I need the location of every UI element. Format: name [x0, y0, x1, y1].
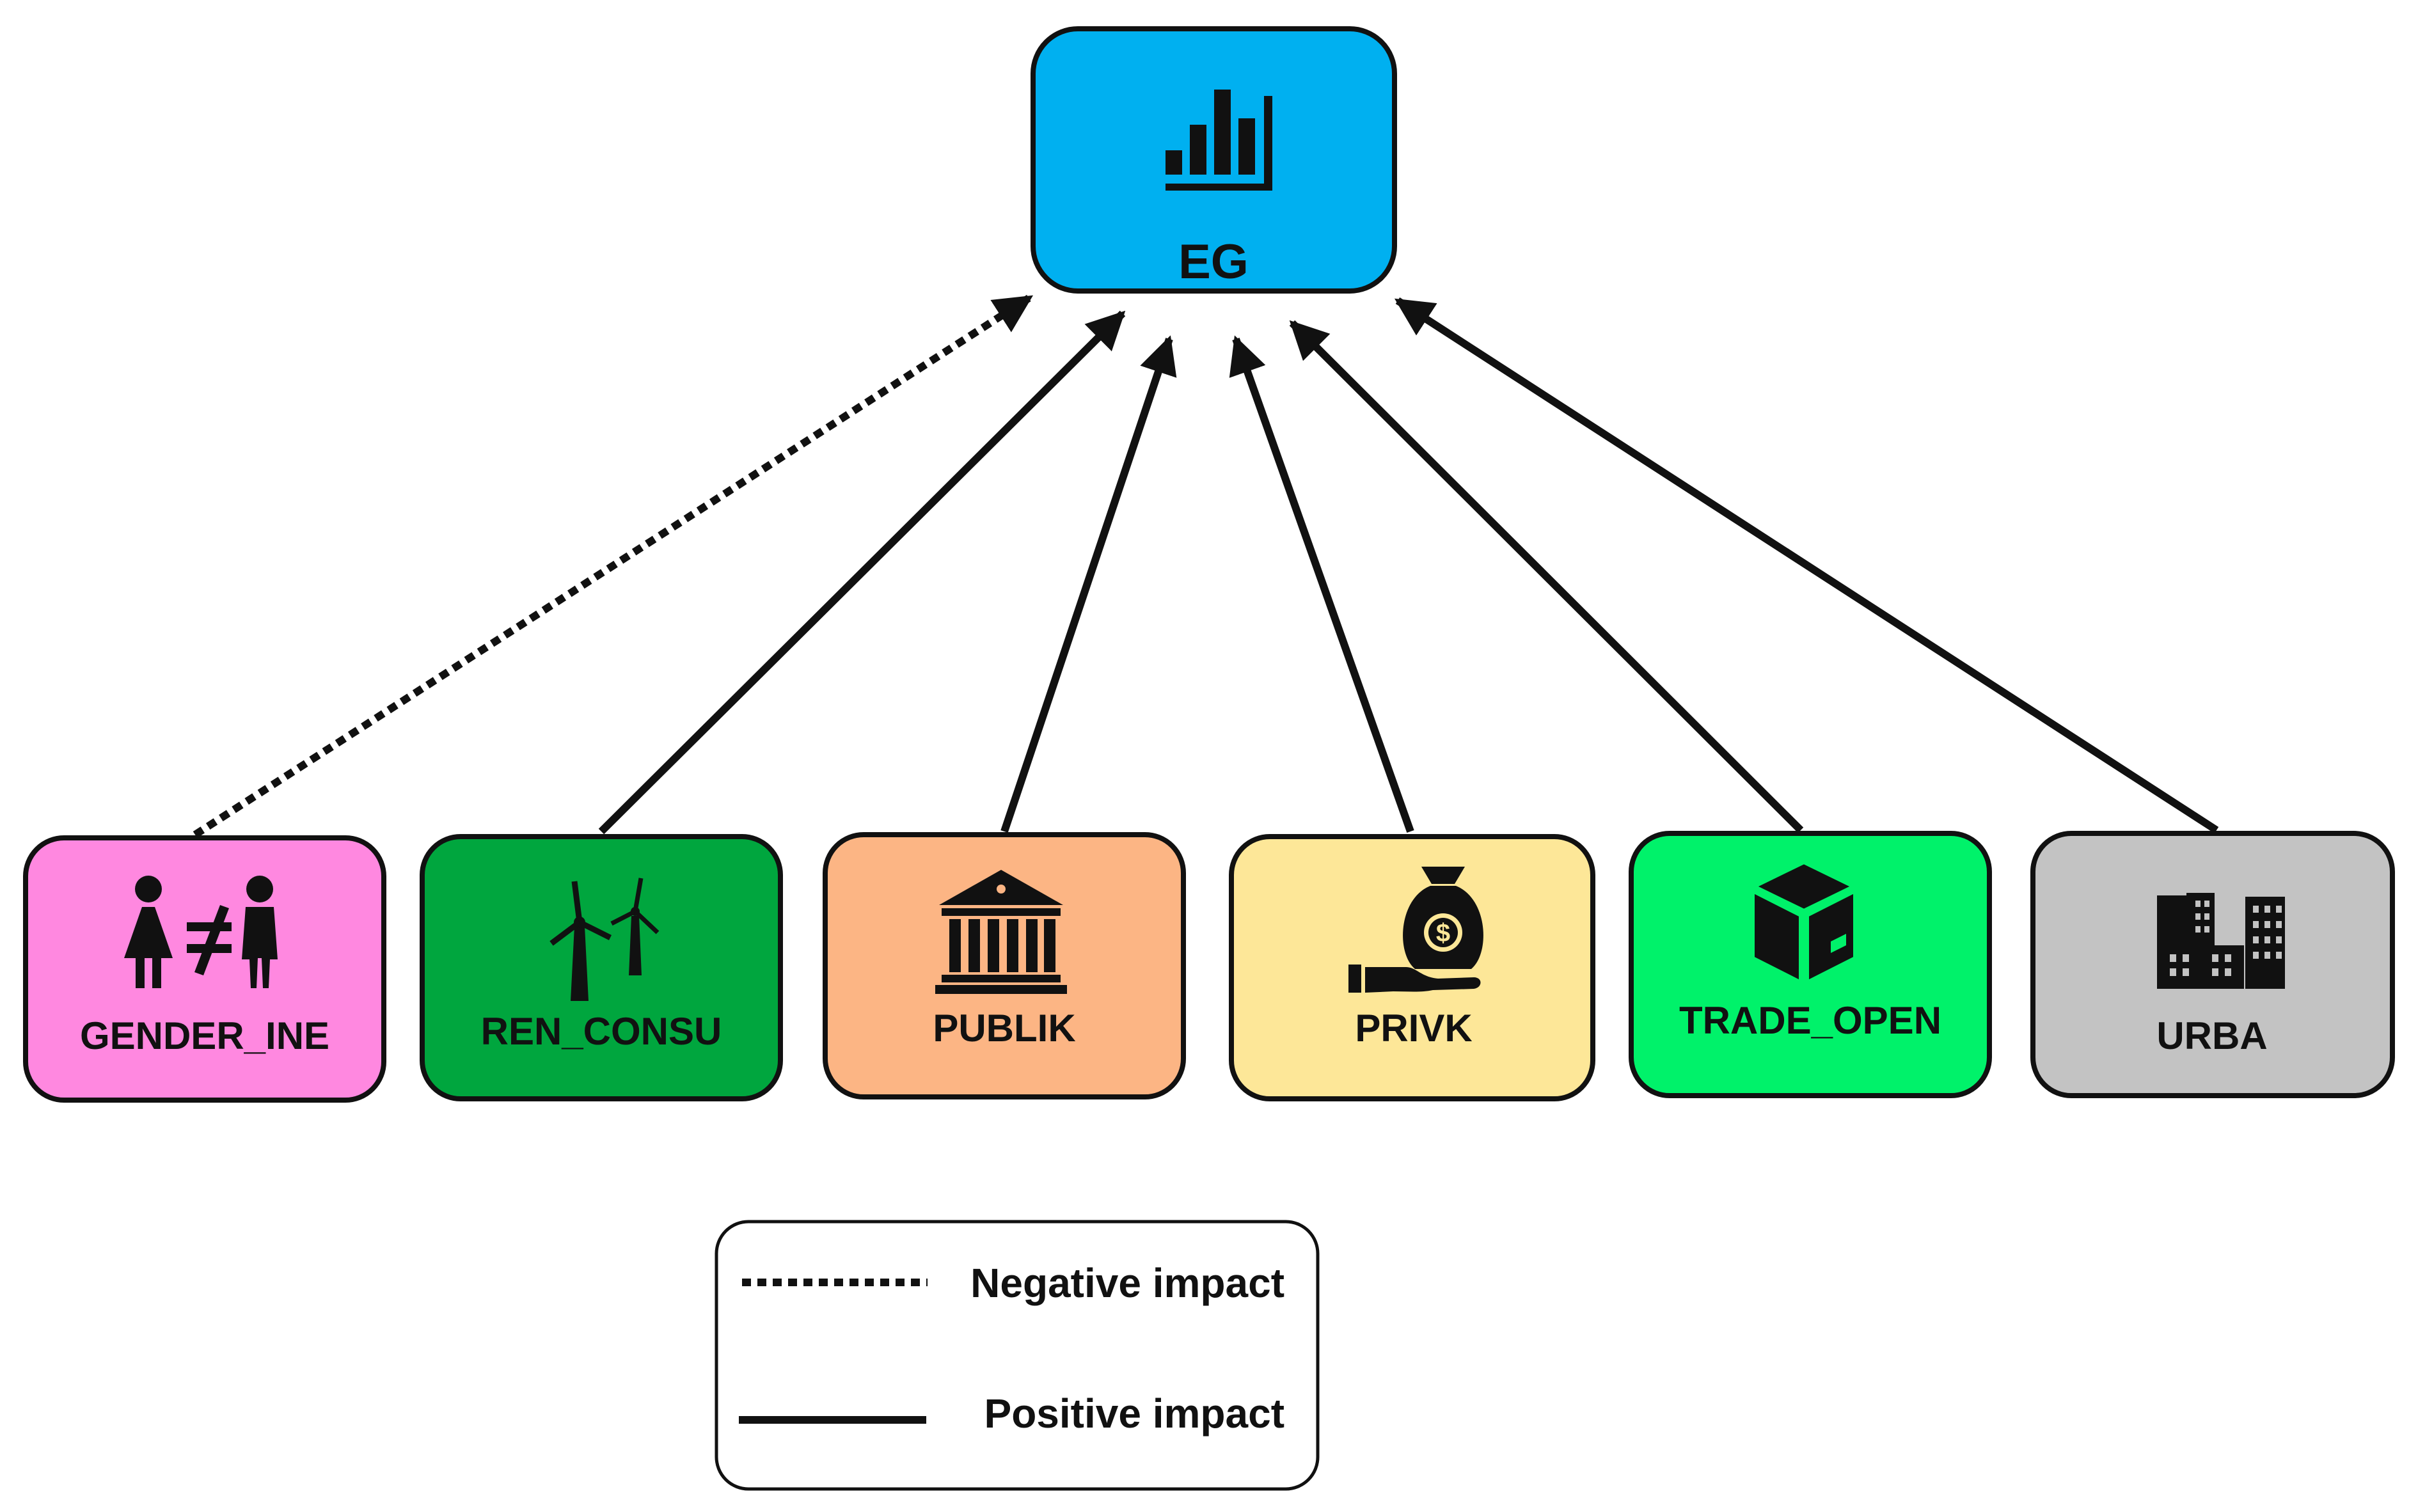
node-privk-label: PRIVK — [1355, 1007, 1472, 1050]
legend-negative-label: Negative impact — [970, 1260, 1284, 1306]
svg-text:$: $ — [1436, 919, 1450, 947]
package-box-icon — [1751, 860, 1857, 984]
node-privk-box — [1229, 834, 1595, 1101]
node-publik-label: PUBLIK — [933, 1007, 1075, 1050]
arrow-urba-to-eg — [1394, 297, 2219, 834]
node-eg: EG — [1031, 26, 1397, 294]
arrow-gender-ine-to-eg — [193, 294, 1034, 839]
node-ren-consu-label: REN_CONSU — [481, 1010, 722, 1053]
node-trade-open: TRADE_OPEN — [1629, 831, 1992, 1098]
node-urba-label: URBA — [2156, 1014, 2267, 1057]
bar-chart-icon — [1166, 90, 1272, 191]
arrow-privk-to-eg — [1229, 335, 1414, 833]
node-privk: $ PRIVK — [1229, 834, 1595, 1101]
money-bag-hand-icon: $ — [1348, 867, 1483, 993]
node-eg-label: EG — [1178, 235, 1249, 289]
arrow-publik-to-eg — [1000, 335, 1177, 833]
node-gender-ine-label: GENDER_INE — [80, 1014, 329, 1057]
arrow-trade-open-to-eg — [1289, 320, 1804, 833]
node-ren-consu-box — [420, 834, 783, 1101]
gender-inequality-icon — [124, 876, 278, 988]
arrows — [193, 294, 2219, 839]
node-urba: URBA — [2030, 831, 2395, 1098]
city-buildings-icon — [2157, 893, 2285, 989]
node-trade-open-label: TRADE_OPEN — [1679, 999, 1941, 1042]
node-publik: PUBLIK — [823, 832, 1186, 1099]
legend: Negative impact Positive impact — [715, 1220, 1320, 1491]
bank-building-icon — [935, 870, 1067, 994]
node-ren-consu: REN_CONSU — [420, 834, 783, 1101]
node-eg-box — [1031, 26, 1397, 294]
arrow-ren-consu-to-eg — [598, 310, 1126, 835]
node-publik-box — [823, 832, 1186, 1099]
wind-turbine-icon — [549, 878, 660, 1001]
legend-positive-label: Positive impact — [984, 1390, 1285, 1437]
node-gender-ine: GENDER_INE — [23, 835, 386, 1103]
